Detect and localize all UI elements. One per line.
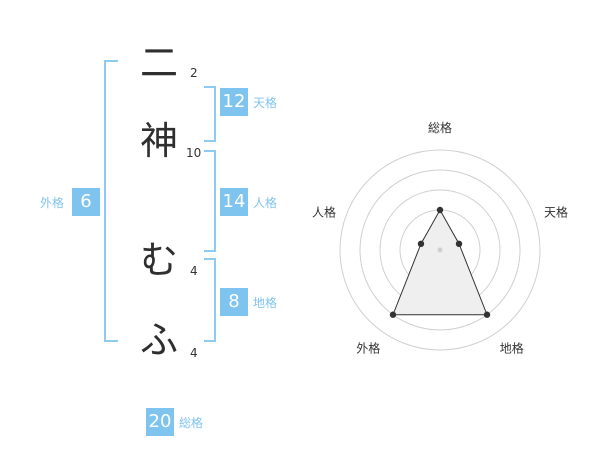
stroke-count-2: 10: [186, 146, 202, 160]
tenkaku-label: 天格: [253, 96, 278, 110]
chikaku-badge: 8: [220, 288, 248, 316]
name-char-2: 神: [140, 119, 179, 163]
gaikaku-bracket: [104, 60, 118, 342]
jinkaku-label: 人格: [253, 196, 278, 210]
jinkaku-badge: 14: [220, 188, 248, 216]
tenkaku-bracket: [204, 86, 216, 142]
radar-chart: 総格天格地格 外格 人格: [300, 100, 580, 380]
radar-point: [417, 240, 425, 248]
chikaku-label: 地格: [253, 296, 278, 310]
stroke-count-4: 4: [190, 346, 198, 360]
radar-point: [436, 206, 444, 214]
chikaku-bracket: [204, 258, 216, 342]
stroke-count-3: 4: [190, 264, 198, 278]
soukaku-badge: 20: [146, 408, 174, 436]
tenkaku-badge: 12: [220, 88, 248, 116]
radar-axis-label: 外格: [356, 341, 380, 356]
radar-point: [389, 311, 397, 318]
radar-axis-label: 地格: [500, 341, 524, 356]
soukaku-label: 総格: [179, 416, 204, 430]
gaikaku-badge: 6: [72, 188, 100, 216]
radar-center-dot: [437, 247, 443, 253]
stroke-count-1: 2: [190, 66, 198, 80]
name-char-1: 二: [140, 41, 179, 85]
radar-area: [392, 208, 488, 316]
radar-axis-label: 人格: [312, 204, 336, 219]
gaikaku-label: 外格: [40, 196, 65, 210]
name-char-3: む: [140, 238, 179, 282]
radar-point: [483, 311, 491, 318]
jinkaku-bracket: [204, 150, 216, 252]
name-char-4: ふ: [140, 318, 179, 362]
radar-grid-ring: [359, 169, 521, 331]
radar-point: [455, 240, 463, 248]
radar-axis-label: 天格: [544, 204, 568, 219]
radar-axis-label: 総格: [428, 120, 452, 135]
radar-grid-ring: [339, 149, 541, 351]
